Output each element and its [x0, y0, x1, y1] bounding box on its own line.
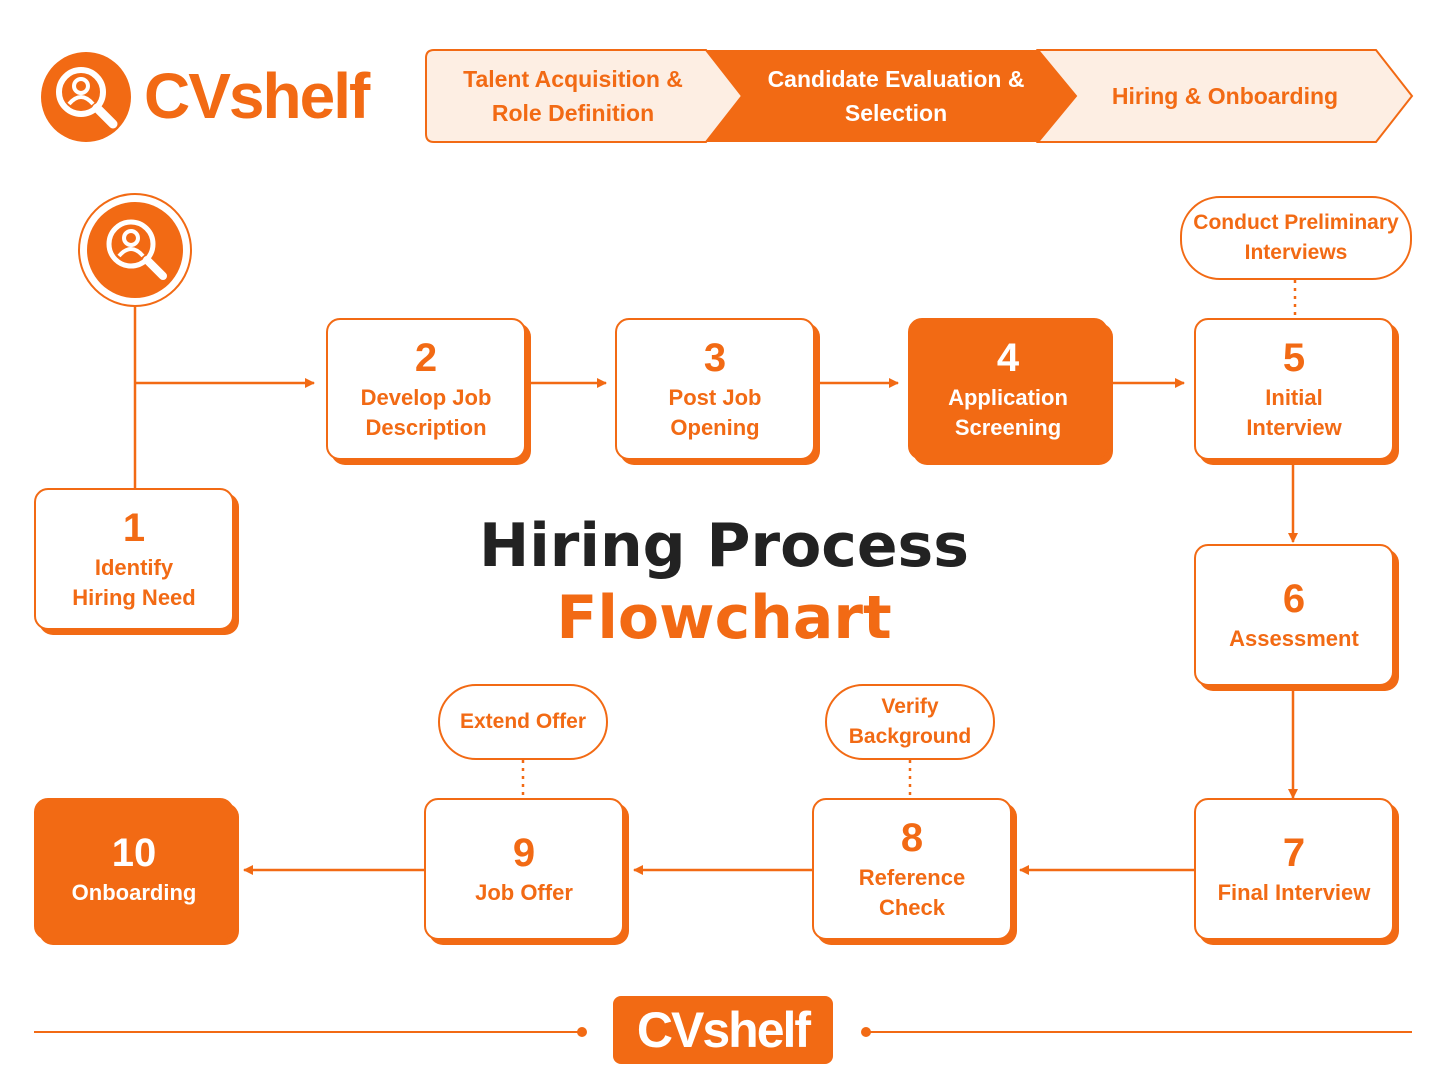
step-number: 5	[1282, 336, 1306, 380]
step-label-line1: Identify	[94, 555, 174, 580]
step-label-line2: Screening	[954, 415, 1062, 440]
step-label: Job Offer	[475, 880, 573, 905]
phase-banner: Talent Acquisition & Role Definition Can…	[424, 48, 1414, 144]
user-search-icon	[56, 67, 118, 129]
step-9: 9 Job Offer	[424, 798, 624, 940]
brand-name: CVshelf	[144, 60, 370, 132]
user-search-icon	[106, 219, 167, 280]
page-subtitle: Flowchart	[556, 583, 892, 653]
phase-1-line1: Talent Acquisition &	[463, 66, 683, 92]
step-number: 8	[900, 816, 924, 860]
substep-preliminary-interviews: Conduct Preliminary Interviews	[1180, 196, 1412, 280]
logo-badge	[41, 52, 131, 142]
footer-logo: CVshelf	[613, 996, 833, 1064]
step-number: 4	[996, 336, 1020, 380]
phase-3: Hiring & Onboarding	[1080, 58, 1370, 134]
step-10: 10 Onboarding	[34, 798, 234, 940]
phase-1-line2: Role Definition	[491, 100, 655, 126]
footer-rule	[34, 1027, 1412, 1037]
step-number: 10	[111, 831, 157, 875]
step-6: 6 Assessment	[1194, 544, 1394, 686]
step-label-line1: Initial	[1265, 385, 1323, 410]
step-label-line2: Hiring Need	[72, 585, 196, 610]
page-title: Hiring Process	[479, 511, 969, 581]
step-label-line1: Reference	[858, 865, 966, 890]
step-number: 6	[1282, 577, 1306, 621]
substep-verify-background: Verify Background	[825, 684, 995, 760]
step-label: Assessment	[1229, 626, 1359, 651]
step-number: 7	[1282, 831, 1306, 875]
step-label-line1: Post Job	[668, 385, 762, 410]
step-label-line2: Check	[878, 895, 946, 920]
substep-extend-offer: Extend Offer	[438, 684, 608, 760]
substep-line2: Background	[848, 725, 972, 748]
step-number: 9	[512, 831, 536, 875]
step-7: 7 Final Interview	[1194, 798, 1394, 940]
substep-line1: Extend Offer	[459, 710, 587, 733]
phase-2-line2: Selection	[844, 100, 948, 126]
step-number: 3	[703, 336, 727, 380]
substep-line1: Verify	[881, 695, 939, 718]
substep-line1: Conduct Preliminary	[1193, 211, 1399, 234]
step-label-line1: Application	[948, 385, 1068, 410]
phase-3-line1: Hiring & Onboarding	[1111, 83, 1339, 109]
step-label-line2: Opening	[670, 415, 760, 440]
phase-banner-shape	[425, 49, 1414, 143]
step-label-line1: Develop Job	[360, 385, 492, 410]
step-label-line2: Interview	[1246, 415, 1342, 440]
step-label: Final Interview	[1217, 880, 1371, 905]
start-node	[78, 193, 192, 307]
phase-2-line1: Candidate Evaluation &	[767, 66, 1025, 92]
phase-2: Candidate Evaluation & Selection	[746, 58, 1046, 134]
step-label-line2: Description	[365, 415, 487, 440]
step-label: Onboarding	[71, 880, 197, 905]
step-number: 2	[414, 336, 438, 380]
step-number: 1	[122, 506, 146, 550]
substep-line2: Interviews	[1244, 241, 1348, 264]
phase-1: Talent Acquisition & Role Definition	[438, 58, 708, 134]
